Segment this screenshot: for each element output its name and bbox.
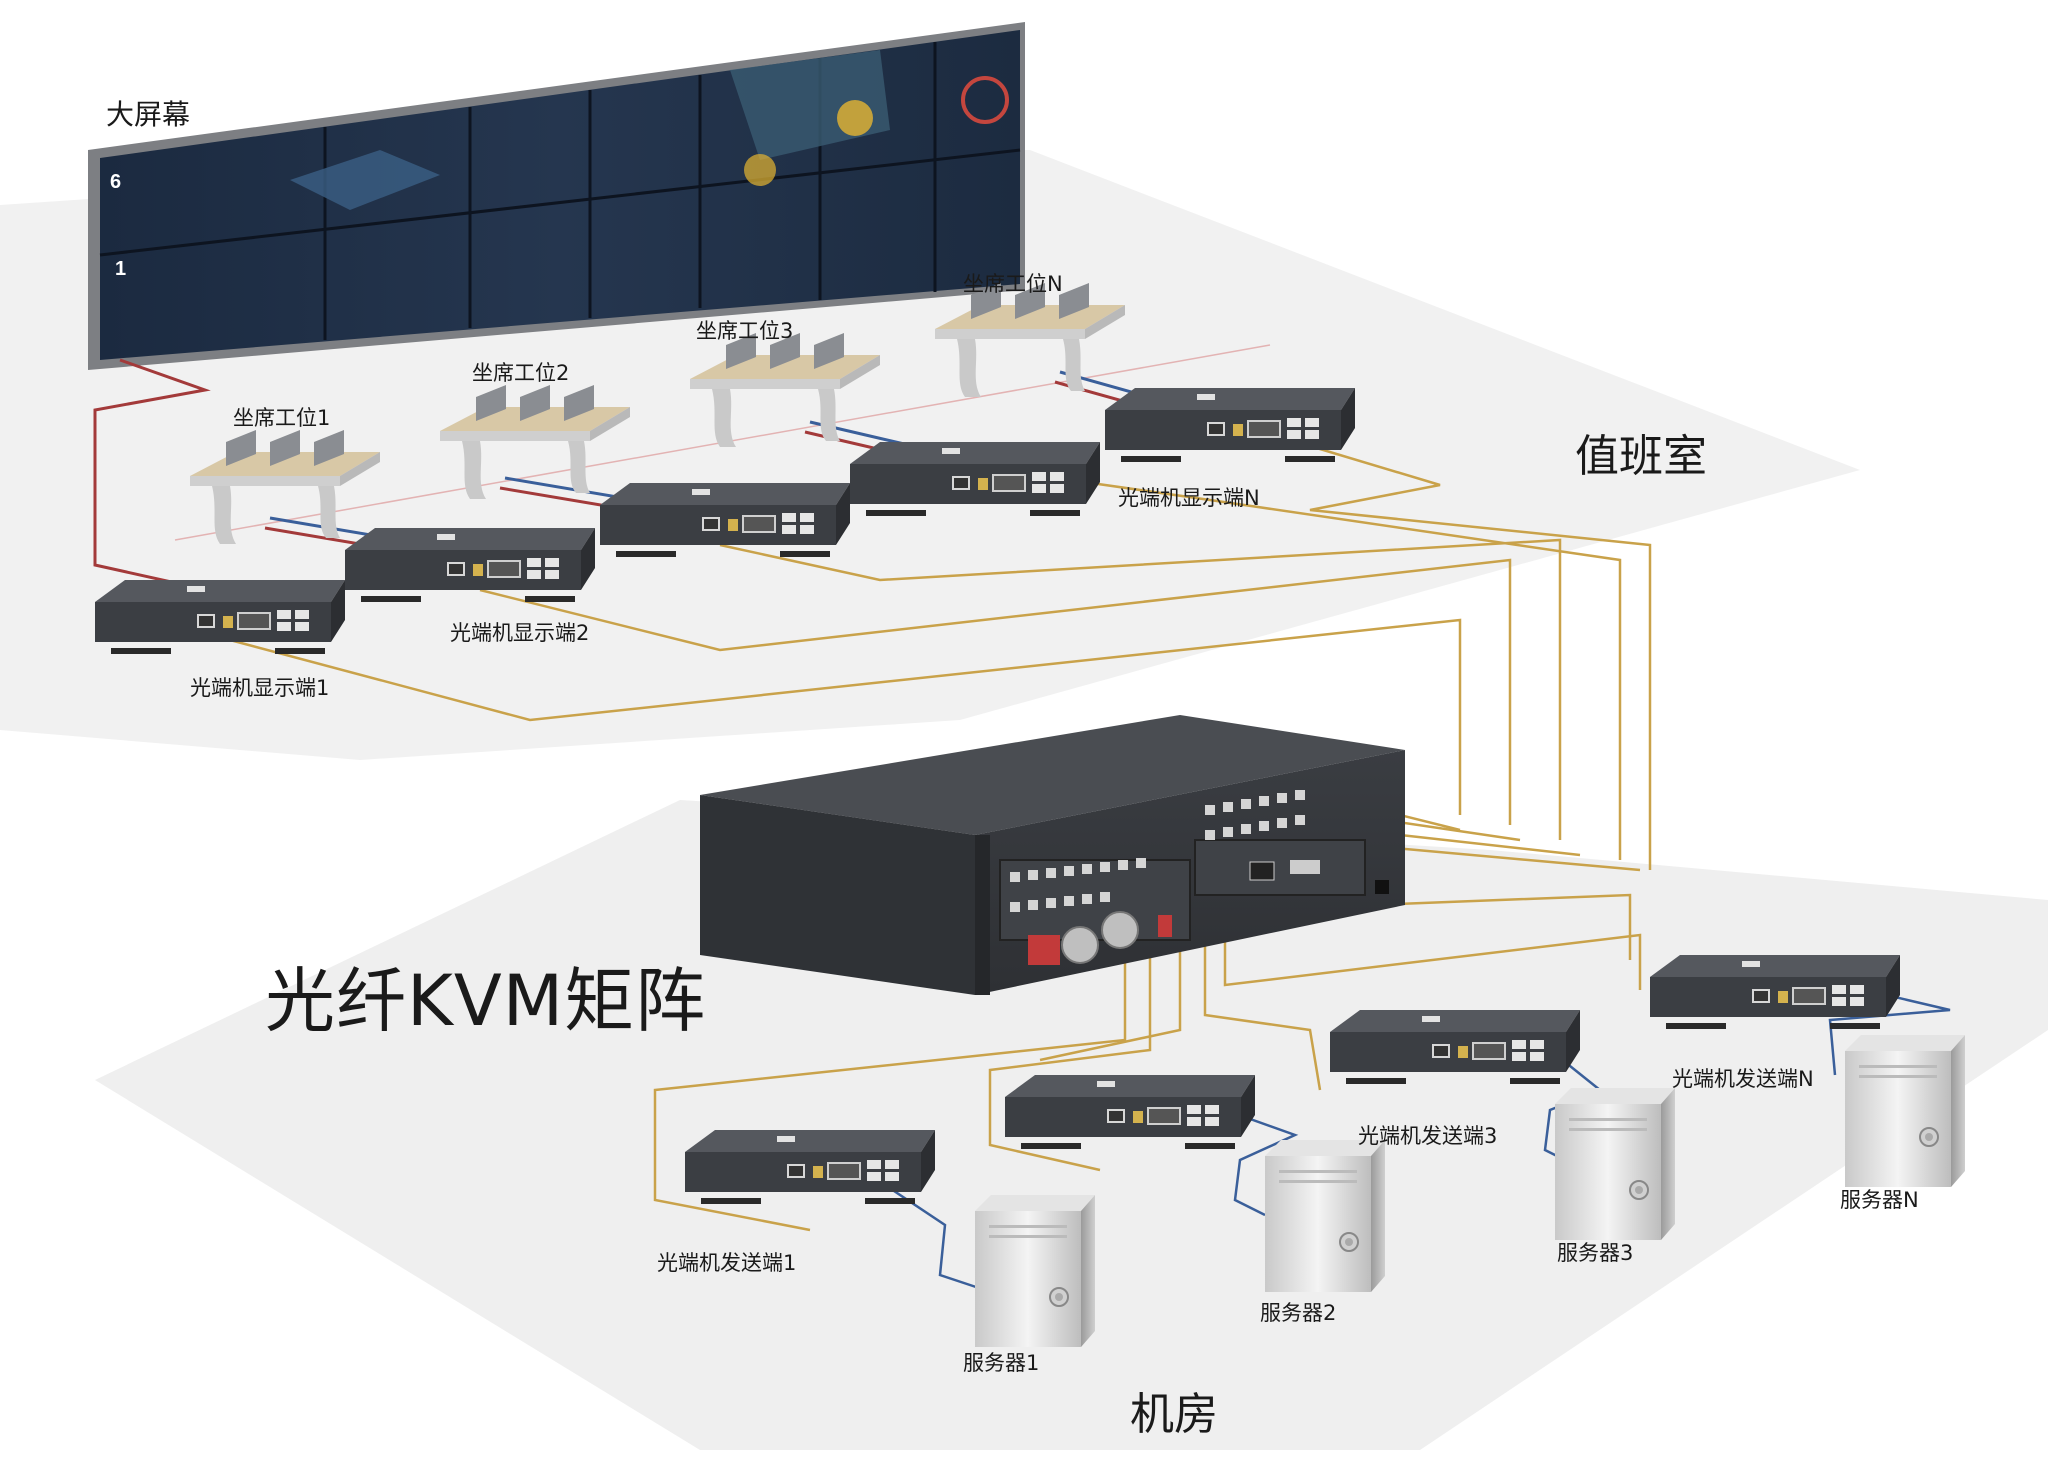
fiber-kvm-matrix xyxy=(700,715,1405,995)
kvm-matrix-label: 光纤KVM矩阵 xyxy=(265,960,707,1042)
transmitter-label: 光端机发送端N xyxy=(1672,1067,1814,1091)
transmitter-label: 光端机发送端3 xyxy=(1358,1124,1498,1148)
receiver-label: 光端机显示端2 xyxy=(450,621,590,645)
wall-screen-number: 1 xyxy=(115,258,126,280)
transmitter-label: 光端机发送端1 xyxy=(657,1251,797,1275)
seat-label: 坐席工位3 xyxy=(696,319,794,343)
receiver-label: 光端机显示端1 xyxy=(190,676,330,700)
video-wall-label: 大屏幕 xyxy=(106,98,191,131)
server-label: 服务器2 xyxy=(1260,1301,1337,1325)
server-2 xyxy=(1264,1139,1386,1293)
duty-room-label: 值班室 xyxy=(1575,431,1707,482)
server-label: 服务器N xyxy=(1840,1188,1919,1212)
video-wall: 6 1 xyxy=(88,22,1025,370)
seat-label: 坐席工位1 xyxy=(233,406,331,430)
seat-label: 坐席工位2 xyxy=(472,361,570,385)
server-3 xyxy=(1554,1087,1676,1241)
wall-screen-number: 6 xyxy=(110,171,121,193)
server-label: 服务器1 xyxy=(963,1351,1040,1375)
server-n xyxy=(1844,1034,1966,1188)
server-label: 服务器3 xyxy=(1557,1241,1634,1265)
seat-label: 坐席工位N xyxy=(963,272,1063,296)
receiver-label: 光端机显示端N xyxy=(1118,486,1260,510)
server-1 xyxy=(974,1194,1096,1348)
machine-room-label: 机房 xyxy=(1130,1389,1218,1440)
video-cable xyxy=(93,358,231,597)
kvm-cables xyxy=(884,988,1951,1292)
